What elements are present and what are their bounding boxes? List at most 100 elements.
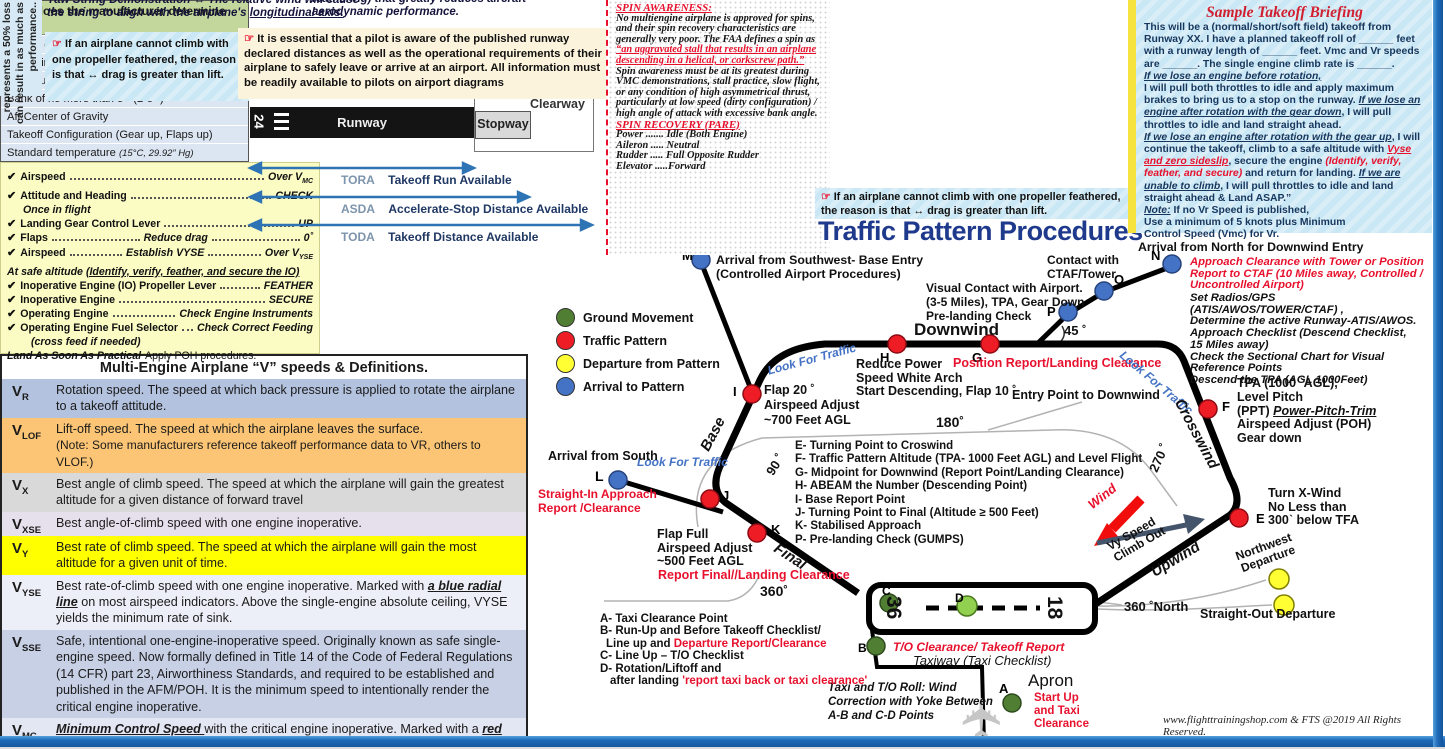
yellow-divider-strip xyxy=(1128,0,1136,233)
pattern-point-definition: F- Traffic Pattern Altitude (TPA- 1000 F… xyxy=(795,453,1143,466)
vspeed-symbol: VX xyxy=(12,477,29,498)
checklist-line: ✔ Airspeed Establish VYSE Over VYSE xyxy=(7,246,314,261)
point-J-marker xyxy=(700,489,720,509)
feathering-note: feathering) that greatly reduces aircraf… xyxy=(312,0,526,18)
approach-step: Check the Sectional Chart for Visual Ref… xyxy=(1190,350,1385,375)
vspeed-symbol: VXSE xyxy=(12,515,42,536)
climb-out-arrow-icon xyxy=(1096,514,1205,546)
vspeed-definition: Best rate of climb speed. The speed at w… xyxy=(56,539,477,571)
northwest-departure-line xyxy=(1096,579,1267,607)
runway-number-18: 18 xyxy=(1043,596,1066,620)
vspeed-symbol: VSSE xyxy=(12,633,42,654)
vspeed-definition: Best rate-of-climb speed with one engine… xyxy=(56,578,508,626)
stopway-box: Stopway xyxy=(475,111,531,139)
straight-out-departure-marker xyxy=(1273,594,1295,616)
label-takeoff-clearance: T/O Clearance/ Takeoff Report xyxy=(893,640,1065,654)
checklist-line: ✔ Flaps Reduce drag 0˚ xyxy=(7,232,314,245)
pattern-point-definition: K- Stabilised Approach xyxy=(795,520,922,533)
point-P-marker xyxy=(1058,302,1078,322)
vspeed-definition: Safe, intentional one-engine-inoperative… xyxy=(56,633,513,714)
straight-out-departure-line xyxy=(1096,604,1273,611)
ground-point-markers xyxy=(866,593,1022,713)
vmc-demo-checklist: ✔ Airspeed Over VMC ✔ Attitude and Headi… xyxy=(0,162,320,362)
legend-dot-icon xyxy=(556,331,575,350)
point-E-marker xyxy=(1229,508,1249,528)
label-arrival-southwest: Arrival from Southwest- Base Entry(Contr… xyxy=(716,253,924,281)
pattern-point-definition: E- Turning Point to Croswind xyxy=(795,440,954,452)
diagram-legend: Ground Movement Traffic Pattern Departur… xyxy=(556,306,720,398)
checkmark-icon: ✔ xyxy=(7,308,17,321)
label-flap-20: Flap 20 ˚Airspeed Adjust~700 Feet AGL xyxy=(764,383,860,427)
vspeed-symbol: VR xyxy=(12,383,29,403)
asda-row: ASDA Accelerate-Stop Distance Available xyxy=(341,202,589,216)
vspeed-row: VR Rotation speed. The speed at which ba… xyxy=(2,379,526,418)
point-K-label: K xyxy=(771,522,781,537)
vspeed-definition: Best angle-of-climb speed with one engin… xyxy=(56,515,362,530)
label-visual-contact: Visual Contact with Airport.(3-5 Miles),… xyxy=(926,281,1085,323)
point-L-marker xyxy=(608,470,628,490)
spin-recovery-step: Power ....... Idle (Both Engine) xyxy=(616,129,748,141)
base-entry-line xyxy=(698,261,755,393)
right-frame-bar xyxy=(1433,0,1443,748)
tora-row: TORA Takeoff Run Available xyxy=(341,173,512,187)
label-tpa-block: TPA (1000 ˋAGL), Level Pitch (PPT) Power… xyxy=(1237,376,1377,446)
checkmark-icon: ✔ xyxy=(7,171,17,183)
point-G-marker xyxy=(980,334,1000,354)
point-C-marker xyxy=(879,593,899,613)
approach-step: Approach Checklist (Descend Checklist, 1… xyxy=(1190,327,1407,351)
legend-dot-icon xyxy=(556,377,575,396)
pattern-point-definition: G- Midpoint for Downwind (Report Point/L… xyxy=(795,466,1125,479)
checklist-line: ✔ Inoperative Engine SECURE xyxy=(7,293,313,306)
point-I-marker xyxy=(742,384,762,404)
legend-item: Arrival to Pattern xyxy=(556,375,720,398)
downwind-entry-line xyxy=(1035,264,1171,346)
checklist-line: ✔ Operating Engine Check Engine Instrume… xyxy=(7,308,313,321)
spin-paragraph: No multiengine airplane is approved for … xyxy=(616,12,817,66)
vspeed-definition: Best angle of climb speed. The speed at … xyxy=(56,477,504,508)
approach-step: Determine the active Runway-ATIS/AWOS. xyxy=(1190,315,1417,328)
point-A-label: A xyxy=(999,681,1009,696)
checklist-line: ✔ Landing Gear Control Lever UP xyxy=(7,217,313,231)
northwest-departure-marker xyxy=(1268,568,1290,590)
label-180-degrees: 180˚ xyxy=(936,414,965,430)
checklist-line: (cross feed if needed) xyxy=(31,336,141,349)
dot-leader xyxy=(220,286,260,289)
label-taxiway: Taxiway (Taxi Checklist) xyxy=(913,653,1052,668)
takeoff-briefing-panel: Sample Takeoff Briefing This will be a (… xyxy=(1136,0,1432,240)
point-M-label: M xyxy=(682,248,693,263)
legend-item: Ground Movement xyxy=(556,306,720,329)
runway-number-36: 36 xyxy=(882,596,905,620)
vspeed-row: VX Best angle of climb speed. The speed … xyxy=(2,473,526,512)
arrival-point-markers xyxy=(608,250,1182,490)
label-look-for-traffic: Look For Traffic xyxy=(637,455,728,469)
point-O-marker xyxy=(1094,281,1114,301)
legend-dot-icon xyxy=(556,308,575,327)
checkmark-icon: ✔ xyxy=(7,279,17,292)
dot-leader xyxy=(164,225,295,228)
spin-recovery-title: SPIN RECOVERY (PARE) xyxy=(616,118,740,131)
checkmark-icon: ✔ xyxy=(7,322,17,335)
label-360-north: 360 ˚North xyxy=(1124,599,1189,614)
dot-leader xyxy=(112,315,176,318)
dot-leader xyxy=(51,239,140,242)
point-B-marker xyxy=(866,636,886,656)
runway-label: Runway xyxy=(337,115,387,130)
spin-awareness-title: SPIN AWARENESS: xyxy=(616,2,712,14)
legend-item: Traffic Pattern xyxy=(556,329,720,352)
point-A-marker xyxy=(1002,693,1022,713)
point-D-marker xyxy=(956,595,978,617)
point-F-marker xyxy=(1198,399,1218,419)
label-report-final: Report Final//Landing Clearance xyxy=(658,568,850,582)
point-O-label: O xyxy=(1114,272,1125,287)
page-edge xyxy=(0,747,1445,749)
checklist-line: ✔ Operating Engine Fuel Selector Check C… xyxy=(7,322,313,335)
approach-step: Descend the TPA (AGL 1000Feet) xyxy=(1190,373,1368,386)
clearway-label: Clearway xyxy=(530,97,585,111)
